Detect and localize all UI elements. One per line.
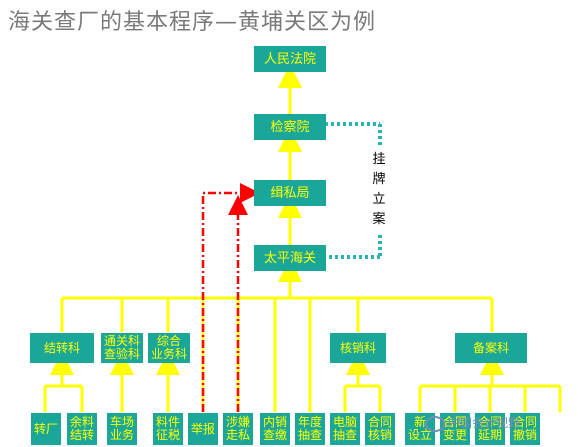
node-liaojian: 料件 征税 [153,413,183,445]
node-zhuanchang: 转厂 [31,413,61,445]
report-arrow [201,183,260,412]
watermark-logo-icon [425,415,445,432]
node-procuratorate: 检察院 [254,114,326,140]
node-diannao: 电脑 抽查 [330,413,360,445]
file-case-label: 挂牌立案 [372,150,386,230]
node-beian-2: 合同 变更 [440,413,470,445]
node-beian-3: 合同 延期 [475,413,505,445]
watermark-text: 中国会计视野 [448,416,521,430]
node-beian: 备案科 [455,333,527,363]
node-chechang: 车场 业务 [107,413,137,445]
diagram-title: 海关查厂的基本程序—黄埔关区为例 [8,10,377,35]
node-tongguan: 通关科 查验科 [101,333,143,363]
node-shezou: 涉嫌 走私 [223,413,253,445]
node-yuliao: 余料 结转 [67,413,97,445]
node-court: 人民法院 [254,46,326,72]
file-case-bracket [325,122,382,259]
node-hetong: 合同 核销 [365,413,395,445]
node-jubao: 举报 [188,413,218,445]
node-neixiao: 内销 查缴 [260,413,290,445]
node-taiping-customs: 太平海关 [254,245,326,271]
node-anti-smuggling-bureau: 缉私局 [254,180,326,206]
node-zonghe: 综合 业务科 [148,333,190,363]
node-hexiao: 核销科 [330,333,386,363]
watermark: 中国会计视野 [425,414,520,432]
node-jiezhuan: 结转科 [30,333,94,363]
node-niandu: 年度 抽查 [295,413,325,445]
node-beian-4: 合同 撤销 [510,413,540,445]
